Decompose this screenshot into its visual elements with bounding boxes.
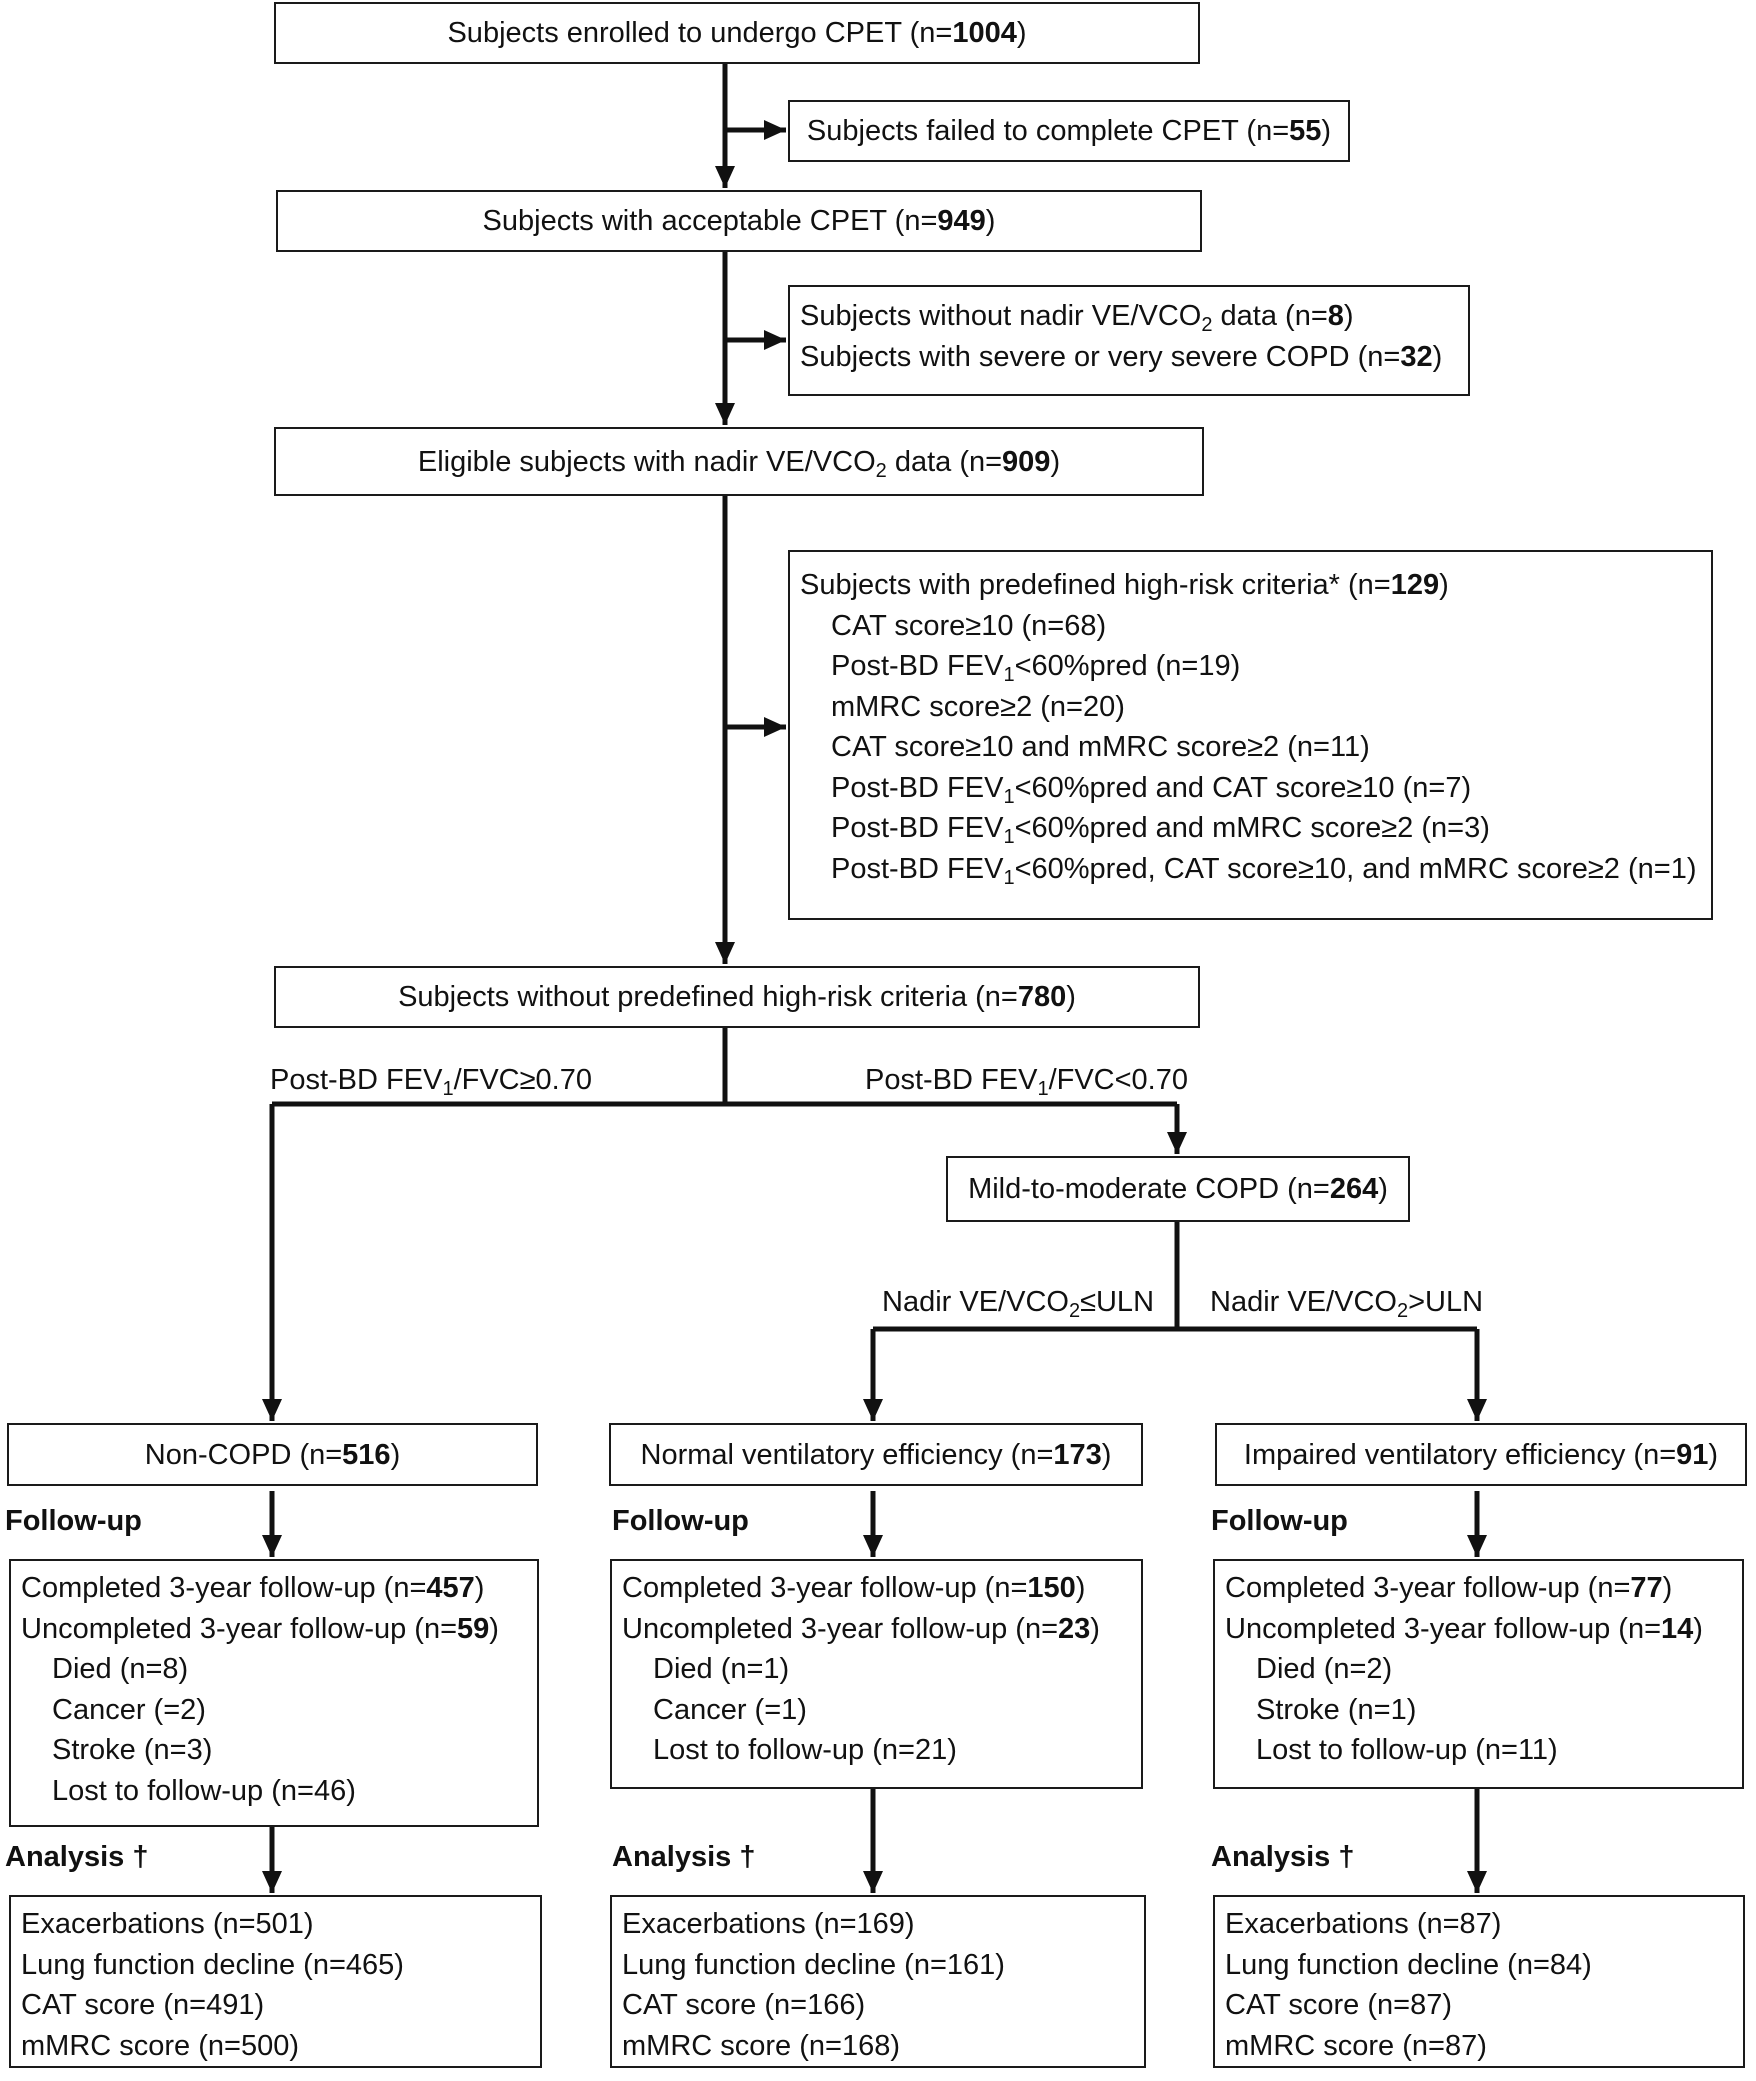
eligible-text: Eligible subjects with nadir VE/VCO2 dat…: [417, 445, 1061, 482]
impaired-analysis-box: Exacerbations (n=87) Lung function declin…: [1213, 1895, 1745, 2068]
mild-copd-box: Mild-to-moderate COPD (n=264): [946, 1156, 1410, 1222]
followup-detail: Died (n=2): [1256, 1653, 1393, 1685]
analysis-heading: Analysis †: [5, 1841, 149, 1873]
excluded-box: Subjects without nadir VE/VCO2 data (n=8…: [788, 285, 1470, 396]
high-risk-box: Subjects with predefined high-risk crite…: [788, 550, 1713, 920]
followup-completed: Completed 3-year follow-up (n=77): [1225, 1572, 1673, 1604]
impaired-efficiency-box: Impaired ventilatory efficiency (n=91): [1215, 1423, 1747, 1486]
followup-completed: Completed 3-year follow-up (n=457): [21, 1572, 485, 1604]
high-risk-criterion: CAT score≥10 (n=68): [831, 609, 1107, 642]
followup-completed: Completed 3-year follow-up (n=150): [622, 1572, 1086, 1604]
without-high-risk-box: Subjects without predefined high-risk cr…: [274, 966, 1200, 1028]
analysis-heading: Analysis †: [1211, 1841, 1355, 1873]
analysis-item: Lung function decline (n=84): [1225, 1948, 1592, 1981]
high-risk-criterion: Post-BD FEV1<60%pred, CAT score≥10, and …: [831, 852, 1697, 889]
followup-detail: Stroke (n=1): [1256, 1693, 1417, 1726]
excluded-line-2: Subjects with severe or very severe COPD…: [800, 340, 1443, 373]
failed-box: Subjects failed to complete CPET (n=55): [788, 100, 1350, 162]
normal-followup-box: Completed 3-year follow-up (n=150) Uncom…: [610, 1559, 1143, 1789]
high-risk-items: CAT score≥10 (n=68) Post-BD FEV1<60%pred …: [800, 606, 1711, 890]
non-copd-followup-box: Completed 3-year follow-up (n=457) Uncom…: [9, 1559, 539, 1827]
followup-uncompleted: Uncompleted 3-year follow-up (n=59): [21, 1612, 499, 1645]
nadir-gt-label: Nadir VE/VCO2>ULN: [1210, 1286, 1484, 1322]
followup-detail: Lost to follow-up (n=46): [52, 1774, 356, 1807]
split-label-right: Post-BD FEV1/FVC<0.70: [865, 1064, 1188, 1100]
followup-detail: Cancer (=2): [52, 1693, 206, 1726]
normal-analysis-box: Exacerbations (n=169) Lung function decli…: [610, 1895, 1146, 2068]
without-high-risk-text: Subjects without predefined high-risk cr…: [398, 981, 1076, 1013]
acceptable-box: Subjects with acceptable CPET (n=949): [276, 190, 1202, 252]
split-label-left: Post-BD FEV1/FVC≥0.70: [270, 1064, 592, 1100]
normal-efficiency-box: Normal ventilatory efficiency (n=173): [609, 1423, 1143, 1486]
analysis-item: Lung function decline (n=465): [21, 1948, 404, 1981]
high-risk-criterion: Post-BD FEV1<60%pred and CAT score≥10 (n…: [831, 771, 1472, 808]
normal-efficiency-text: Normal ventilatory efficiency (n=173): [640, 1438, 1112, 1471]
enrolled-box: Subjects enrolled to undergo CPET (n=100…: [274, 2, 1200, 64]
analysis-item: CAT score (n=166): [622, 1989, 866, 2021]
acceptable-text: Subjects with acceptable CPET (n=949): [482, 205, 996, 237]
high-risk-criterion: CAT score≥10 and mMRC score≥2 (n=11): [831, 731, 1370, 763]
nadir-le-label: Nadir VE/VCO2≤ULN: [882, 1286, 1155, 1322]
high-risk-criterion: mMRC score≥2 (n=20): [831, 690, 1125, 723]
analysis-item: CAT score (n=87): [1225, 1989, 1452, 2021]
followup-details: Died (n=1) Cancer (=1) Lost to follow-up (…: [622, 1649, 1141, 1771]
analysis-item: Exacerbations (n=169): [622, 1908, 915, 1940]
follow-up-heading: Follow-up: [5, 1505, 142, 1537]
high-risk-criterion: Post-BD FEV1<60%pred and mMRC score≥2 (n…: [831, 812, 1490, 848]
followup-detail: Died (n=8): [52, 1653, 189, 1685]
followup-detail: Stroke (n=3): [52, 1734, 213, 1766]
followup-uncompleted: Uncompleted 3-year follow-up (n=23): [622, 1612, 1100, 1645]
analysis-item: mMRC score (n=168): [622, 2029, 900, 2062]
followup-uncompleted: Uncompleted 3-year follow-up (n=14): [1225, 1612, 1703, 1645]
eligible-box: Eligible subjects with nadir VE/VCO2 dat…: [274, 427, 1204, 496]
high-risk-criterion: Post-BD FEV1<60%pred (n=19): [831, 650, 1241, 686]
follow-up-heading: Follow-up: [1211, 1505, 1348, 1537]
excluded-line-1: Subjects without nadir VE/VCO2 data (n=8…: [800, 300, 1354, 336]
analysis-list: Exacerbations (n=87) Lung function declin…: [1225, 1904, 1743, 2066]
followup-detail: Cancer (=1): [653, 1693, 807, 1726]
mild-copd-text: Mild-to-moderate COPD (n=264): [968, 1173, 1388, 1205]
analysis-item: Exacerbations (n=87): [1225, 1908, 1502, 1940]
follow-up-heading: Follow-up: [612, 1505, 749, 1537]
followup-detail: Lost to follow-up (n=21): [653, 1734, 957, 1766]
followup-detail: Lost to follow-up (n=11): [1256, 1734, 1558, 1766]
enrolled-text: Subjects enrolled to undergo CPET (n=100…: [447, 17, 1027, 49]
analysis-item: mMRC score (n=87): [1225, 2029, 1487, 2062]
non-copd-box: Non-COPD (n=516): [7, 1423, 538, 1486]
analysis-list: Exacerbations (n=501) Lung function decli…: [21, 1904, 540, 2066]
impaired-efficiency-text: Impaired ventilatory efficiency (n=91): [1243, 1438, 1719, 1471]
analysis-list: Exacerbations (n=169) Lung function decli…: [622, 1904, 1144, 2066]
analysis-heading: Analysis †: [612, 1841, 756, 1873]
followup-details: Died (n=8) Cancer (=2) Stroke (n=3) Lost to…: [21, 1649, 537, 1811]
analysis-item: Exacerbations (n=501): [21, 1908, 314, 1940]
high-risk-header: Subjects with predefined high-risk crite…: [800, 569, 1449, 601]
failed-text: Subjects failed to complete CPET (n=55): [806, 115, 1332, 147]
analysis-item: Lung function decline (n=161): [622, 1948, 1005, 1981]
analysis-item: CAT score (n=491): [21, 1989, 265, 2021]
followup-detail: Died (n=1): [653, 1653, 790, 1685]
non-copd-analysis-box: Exacerbations (n=501) Lung function decli…: [9, 1895, 542, 2068]
impaired-followup-box: Completed 3-year follow-up (n=77) Uncomp…: [1213, 1559, 1744, 1789]
analysis-item: mMRC score (n=500): [21, 2029, 299, 2062]
followup-details: Died (n=2) Stroke (n=1) Lost to follow-up …: [1225, 1649, 1742, 1771]
non-copd-text: Non-COPD (n=516): [144, 1438, 401, 1471]
